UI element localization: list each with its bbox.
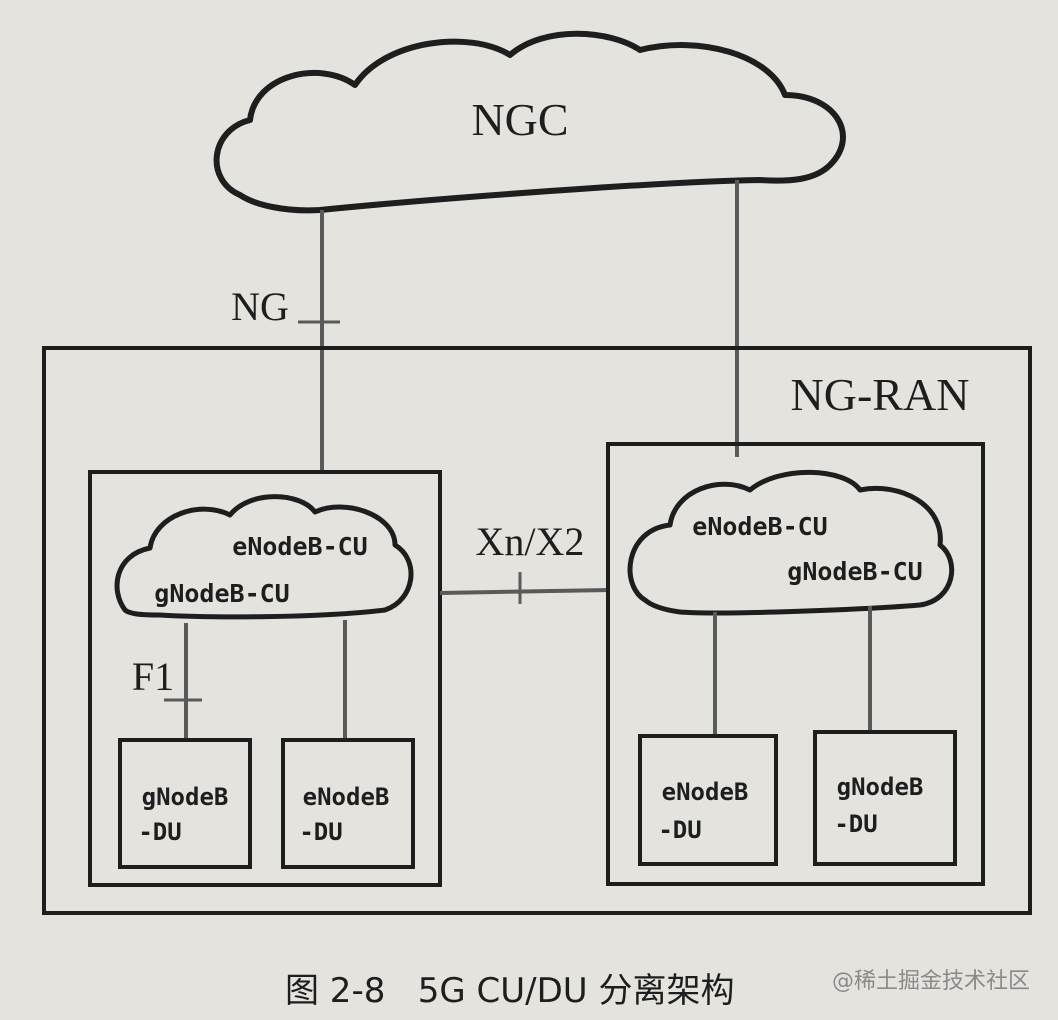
left-du-1-line2: -DU <box>138 818 181 846</box>
ngc-label: NGC <box>471 94 568 145</box>
right-cu-cloud <box>627 469 955 616</box>
ng-interface-label: NG <box>231 284 289 329</box>
left-du-box-1 <box>118 738 252 869</box>
right-du-box-1 <box>638 734 778 866</box>
right-cu-bottom-label: gNodeB-CU <box>787 557 922 586</box>
left-du-box-2 <box>281 738 415 869</box>
left-du-2-line2: -DU <box>299 818 342 846</box>
ng-ran-box <box>42 346 1032 915</box>
xn-x2-link <box>439 588 611 595</box>
right-du-box-2 <box>813 730 957 866</box>
left-du-2-line1: eNodeB <box>303 783 390 811</box>
right-du-1-line1: eNodeB <box>662 778 749 806</box>
ngc-cloud <box>213 30 846 214</box>
figure-caption: 图 2-8 5G CU/DU 分离架构 <box>285 971 735 1011</box>
f1-interface-label: F1 <box>132 654 174 699</box>
ng-ran-label: NG-RAN <box>791 369 970 420</box>
xn-x2-interface-label: Xn/X2 <box>476 519 585 564</box>
right-du-2-line2: -DU <box>834 810 877 838</box>
watermark: @稀土掘金技术社区 <box>832 969 1030 994</box>
right-du-1-line2: -DU <box>658 816 701 844</box>
left-cu-top-label: eNodeB-CU <box>232 532 367 561</box>
right-du-2-line1: gNodeB <box>837 773 924 801</box>
left-cu-bottom-label: gNodeB-CU <box>154 579 289 608</box>
left-du-1-line1: gNodeB <box>142 783 229 811</box>
right-node-box <box>606 442 985 886</box>
left-cu-cloud <box>114 494 414 620</box>
left-node-box <box>88 470 442 887</box>
right-cu-top-label: eNodeB-CU <box>692 512 827 541</box>
